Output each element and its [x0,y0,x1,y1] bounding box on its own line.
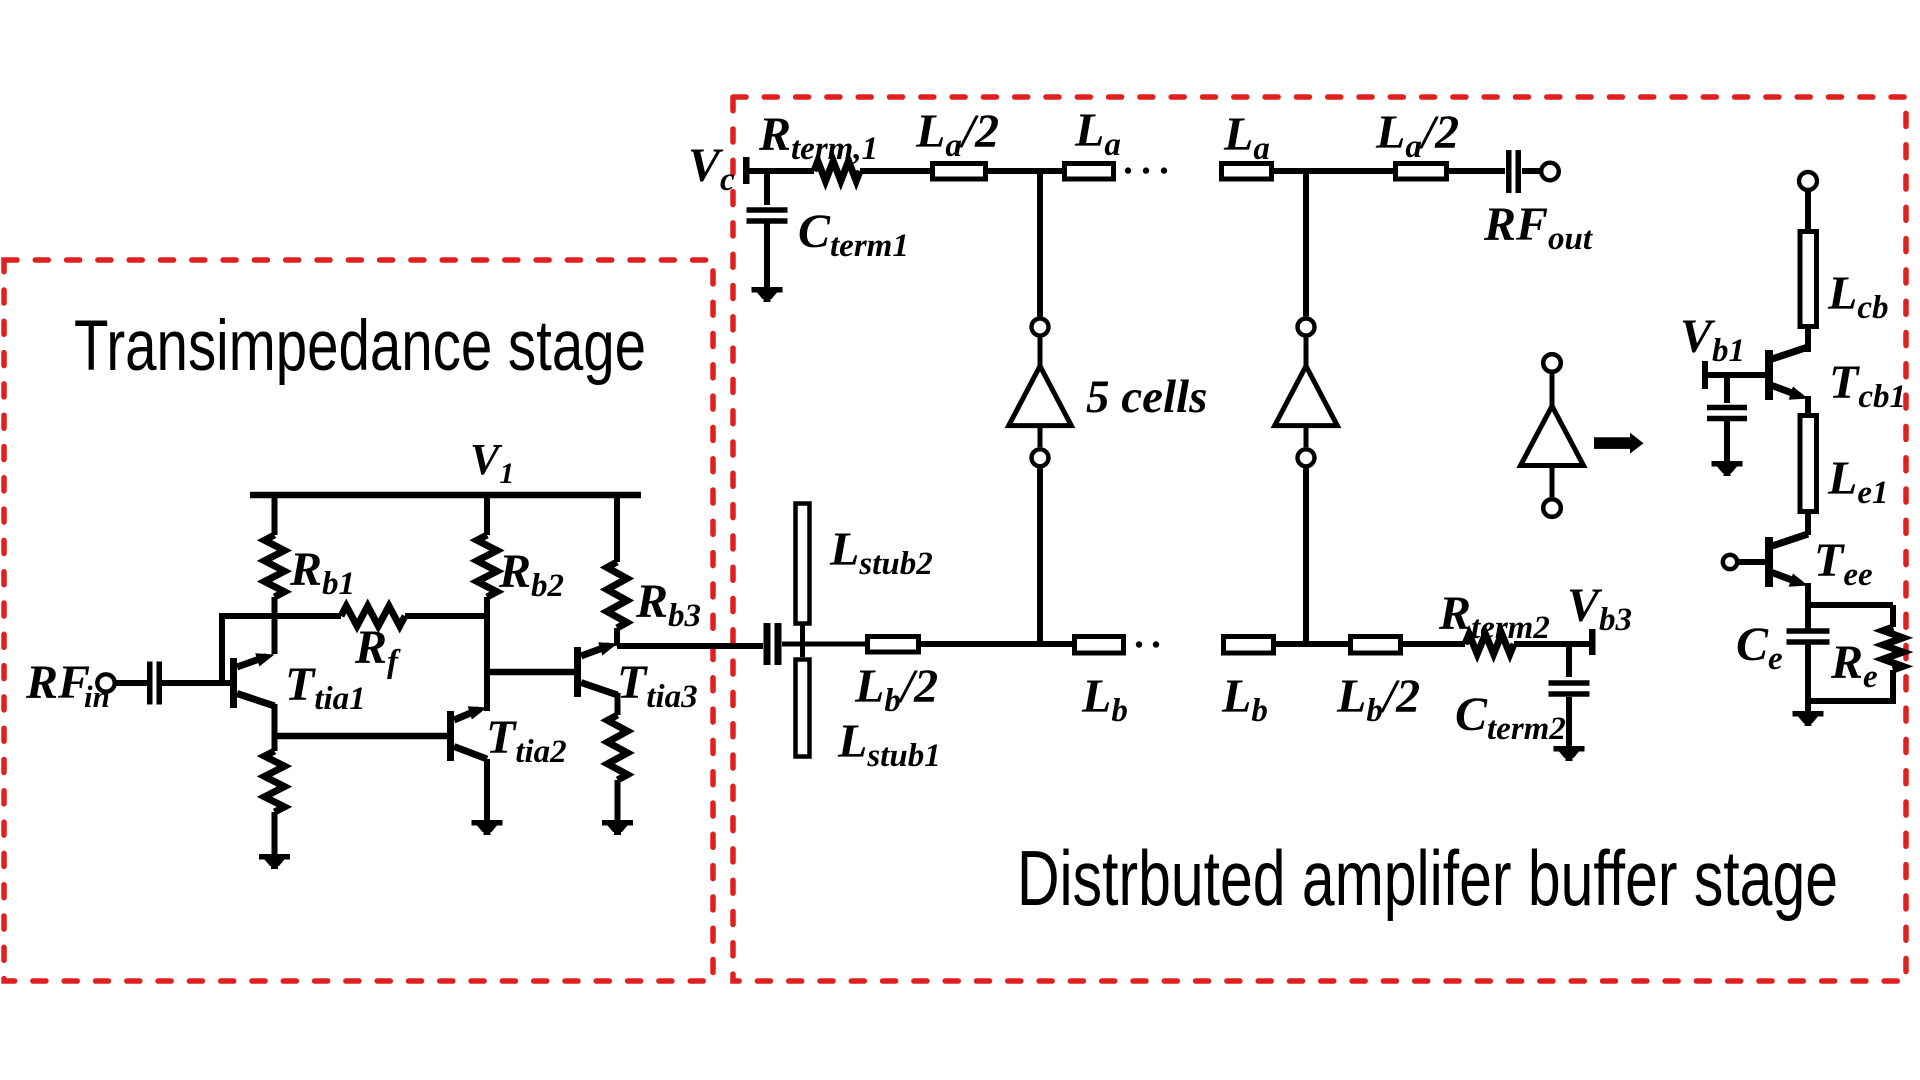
svg-text:La​/2: La​/2 [1375,106,1459,165]
svg-text:Rterm,1​: Rterm,1​ [758,108,878,167]
svg-text:Ttia2​: Ttia2​ [486,711,567,770]
svg-text:Rb3​: Rb3​ [635,575,701,634]
svg-text:Cterm1​: Cterm1​ [798,205,909,264]
svg-text:Vb3​: Vb3​ [1567,579,1632,638]
svg-text:Vb1​: Vb1​ [1680,310,1745,369]
svg-text:Tee​: Tee​ [1814,534,1873,593]
svg-text:Lb​: Lb​ [1081,670,1128,729]
svg-text:Ttia1​: Ttia1​ [285,658,366,717]
svg-text:Cterm2​: Cterm2​ [1455,688,1566,747]
svg-text:Rterm2​: Rterm2​ [1438,587,1550,646]
svg-text:Lb​/2: Lb​/2 [1336,670,1420,729]
svg-text:Vc​: Vc​ [688,139,735,198]
svg-text:Rb1​: Rb1​ [289,543,355,602]
svg-text:Le1​: Le1​ [1827,452,1888,511]
svg-text:Distrbuted amplifer buffer sta: Distrbuted amplifer buffer stage [1017,834,1838,922]
svg-text:Re​: Re​ [1830,636,1878,695]
svg-text:RFin: RFin [25,656,110,714]
svg-text:Transimpedance stage: Transimpedance stage [74,307,646,386]
svg-text:5 cells: 5 cells [1086,371,1207,423]
svg-text:Rb2​: Rb2​ [498,545,564,604]
svg-text:Lb​/2: Lb​/2 [854,660,938,719]
svg-text:Lstub1​: Lstub1​ [837,715,941,774]
svg-text:La​: La​ [1074,104,1121,163]
svg-text:La​: La​ [1223,108,1270,167]
svg-text:Rf​: Rf​ [354,621,401,680]
svg-text:Tcb1​: Tcb1​ [1829,356,1906,415]
svg-text:La​/2: La​/2 [915,105,999,164]
svg-text:Lcb​: Lcb​ [1827,267,1888,326]
svg-text:Ttia3​: Ttia3​ [617,656,698,715]
svg-text:Lstub2​: Lstub2​ [829,523,933,582]
svg-text:Lb​: Lb​ [1221,670,1268,729]
svg-text:Ce​: Ce​ [1736,618,1783,677]
svg-text:V1​: V1​ [470,435,514,490]
svg-text:RFout​: RFout​ [1483,198,1593,257]
